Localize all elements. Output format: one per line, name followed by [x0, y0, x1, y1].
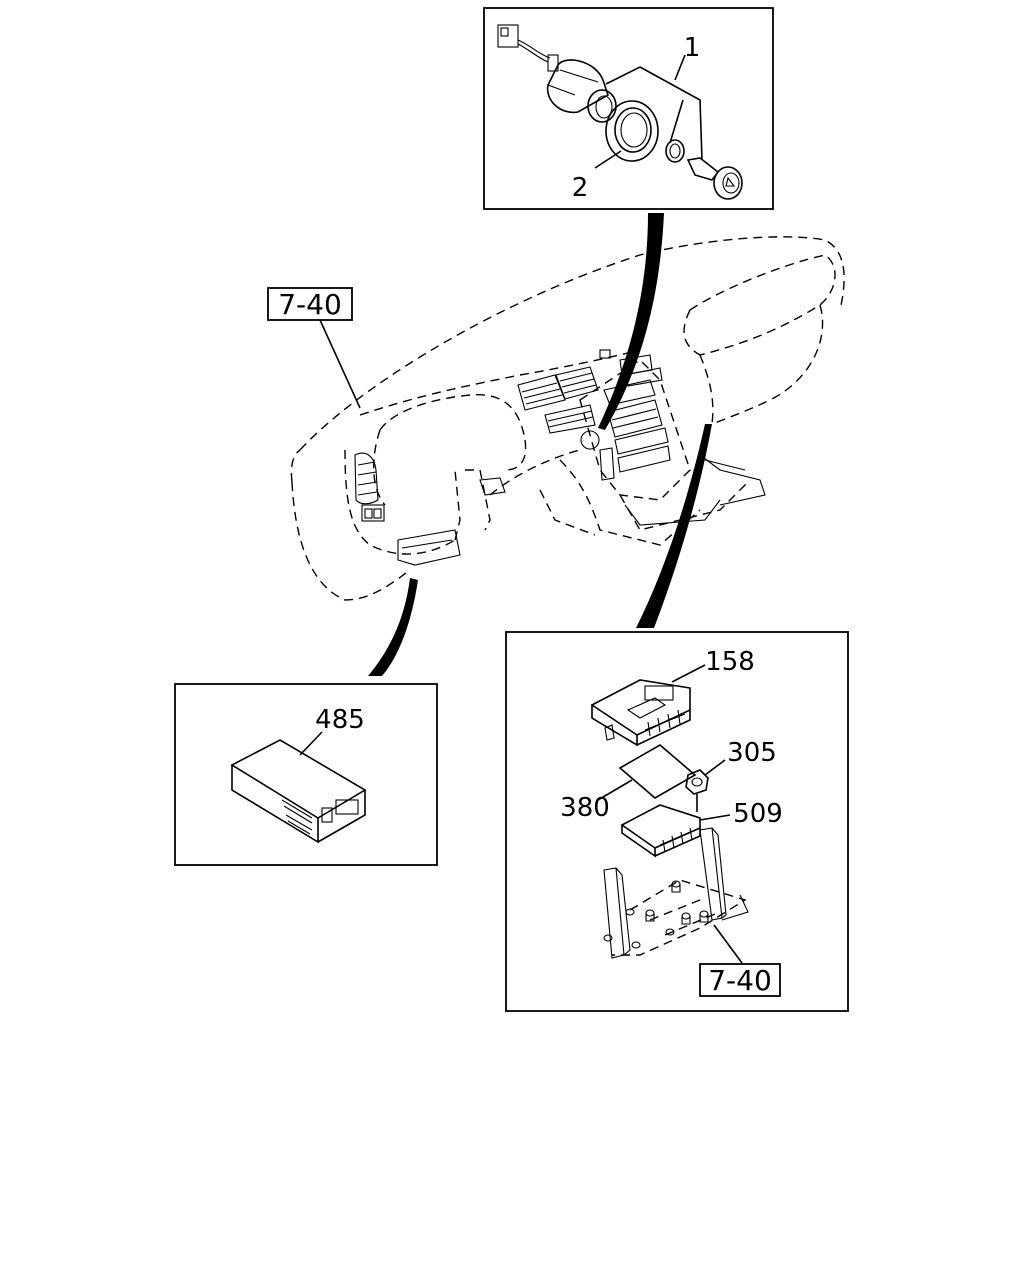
- callout-485: 485: [315, 705, 365, 735]
- connector-swoosh-top: [598, 213, 664, 430]
- inset-module-485: 485: [174, 683, 438, 866]
- callout-509: 509: [733, 799, 783, 829]
- callout-158: 158: [705, 647, 755, 677]
- callout-380: 380: [560, 793, 610, 823]
- connector-swoosh-right: [636, 424, 712, 628]
- dashboard-ref-label: 7-40: [278, 288, 342, 321]
- callout-305: 305: [727, 738, 777, 768]
- instrument-panel-assembly: [290, 236, 845, 601]
- dashboard-ref-callout: 7-40: [267, 287, 353, 321]
- inset-lighter-socket: 1 2: [483, 7, 774, 210]
- callout-2: 2: [572, 173, 589, 203]
- connector-swoosh-left: [368, 578, 418, 676]
- inset-control-units: 158 380 305 509: [505, 631, 849, 1012]
- callout-1: 1: [684, 33, 701, 63]
- bracket-ref-label: 7-40: [708, 964, 772, 997]
